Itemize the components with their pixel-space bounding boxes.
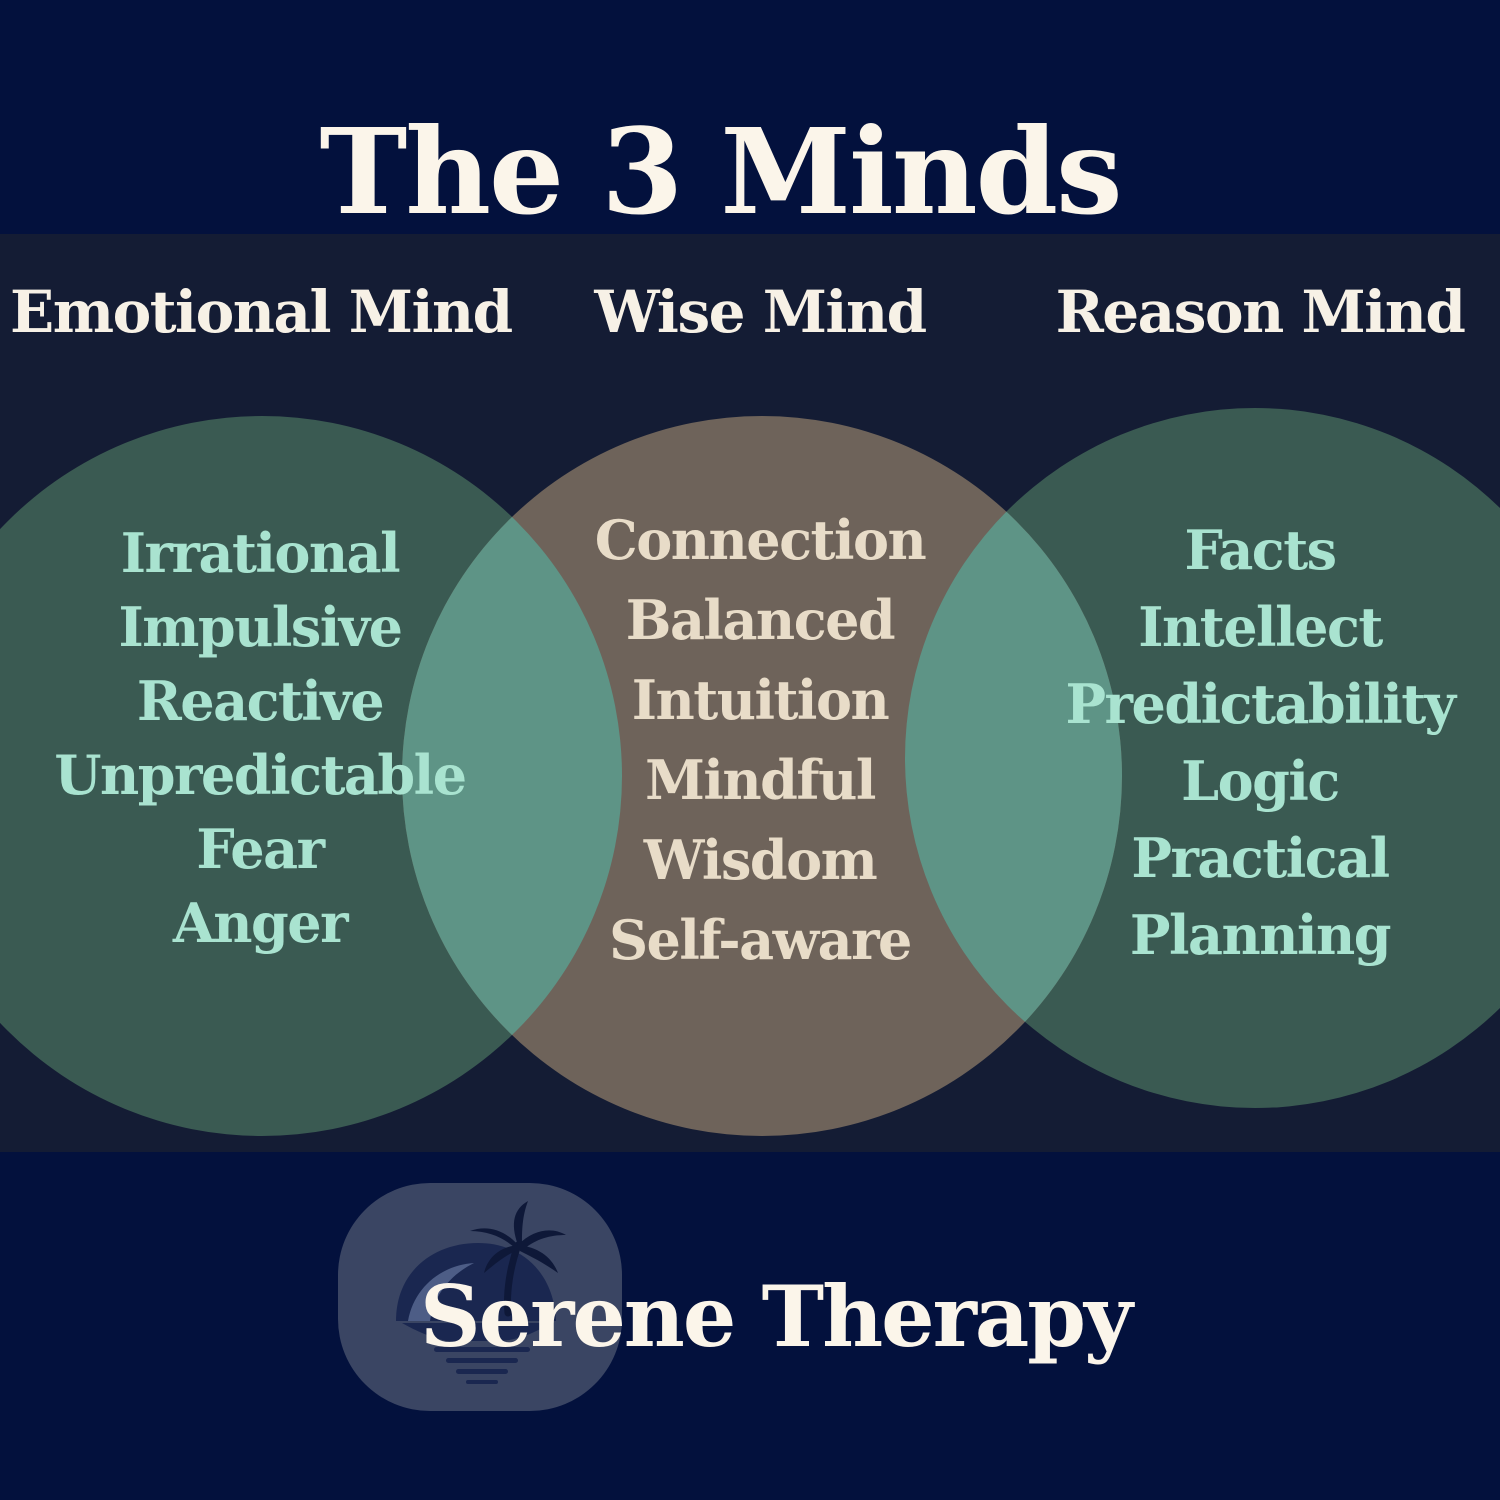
trait-item: Fear [196,817,325,881]
trait-item: Reactive [136,669,385,733]
trait-item: Planning [1129,903,1392,967]
brand-name: Serene Therapy [420,1267,1133,1366]
emotional-mind-traits: Irrational Impulsive Reactive Unpredicta… [40,516,480,960]
trait-item: Impulsive [118,595,403,659]
emotional-mind-heading: Emotional Mind [10,278,513,346]
trait-item: Facts [1184,518,1337,582]
trait-item: Connection [594,508,927,572]
wise-mind-circle [402,416,1122,1136]
trait-item: Irrational [120,521,401,585]
trait-item: Mindful [645,748,876,812]
trait-item: Logic [1181,749,1340,813]
trait-item: Wisdom [643,828,878,892]
palm-sunset-icon [396,1201,566,1384]
page-title: The 3 Minds [319,102,1122,241]
trait-item: Unpredictable [54,743,467,807]
wise-mind-traits: Connection Balanced Intuition Mindful Wi… [560,500,960,980]
trait-item: Balanced [625,588,896,652]
trait-item: Practical [1131,826,1390,890]
reason-mind-heading: Reason Mind [1055,278,1466,346]
trait-item: Intuition [631,668,890,732]
reason-mind-traits: Facts Intellect Predictability Logic Pra… [1040,512,1480,974]
trait-item: Anger [172,891,349,955]
trait-item: Predictability [1065,672,1456,736]
wise-mind-heading: Wise Mind [594,278,927,346]
trait-item: Intellect [1138,595,1383,659]
trait-item: Self-aware [609,908,912,972]
